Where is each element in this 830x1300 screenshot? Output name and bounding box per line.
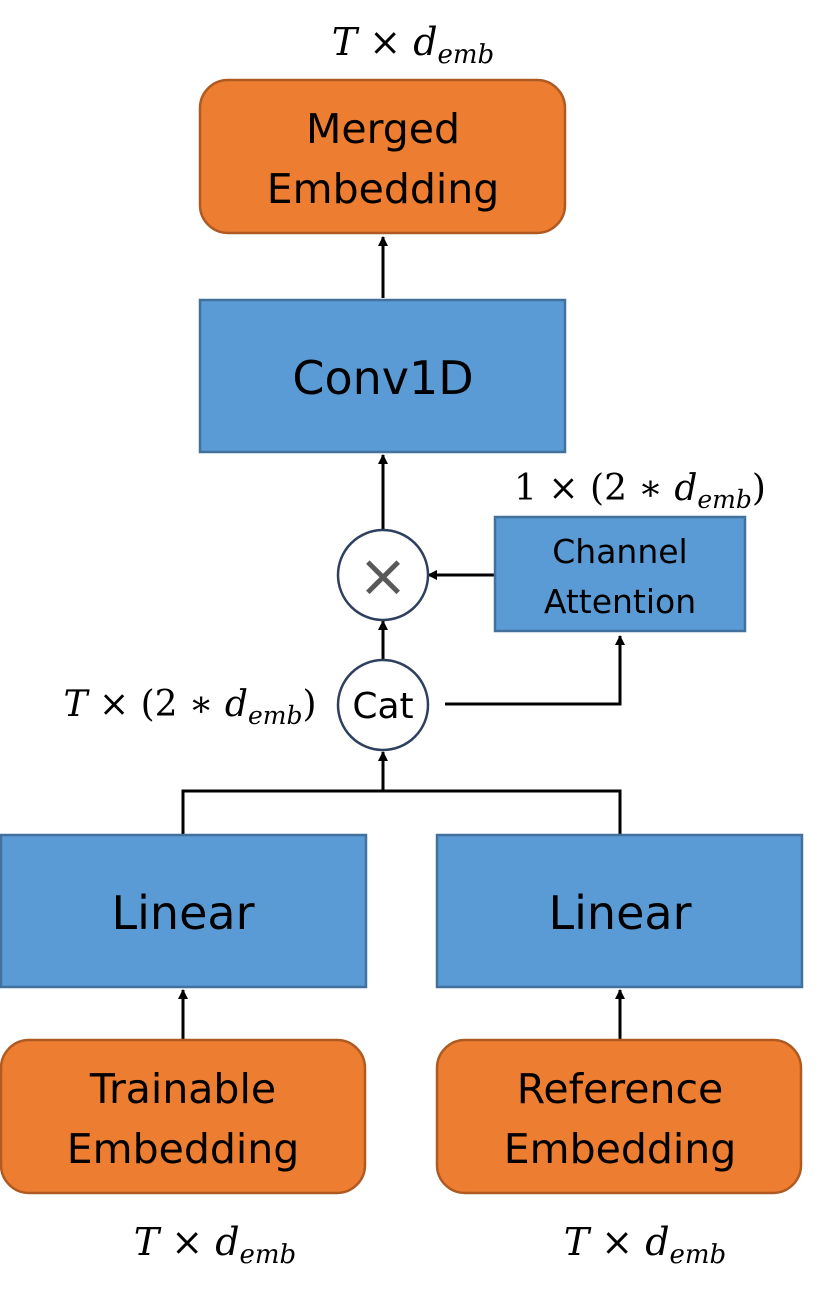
shape-label-trainable-input: T × demb bbox=[134, 1220, 296, 1270]
linear-right-node: Linear bbox=[435, 833, 804, 989]
multiply-node: × bbox=[336, 528, 430, 622]
cat-node: Cat bbox=[336, 658, 430, 752]
trainable-embedding-label-line1: Trainable bbox=[89, 1065, 276, 1113]
channel-attention-label-line1: Channel bbox=[552, 532, 687, 571]
linear-left-label: Linear bbox=[112, 886, 255, 940]
conv1d-label: Conv1D bbox=[292, 351, 473, 405]
linear-left-node: Linear bbox=[0, 833, 368, 989]
cat-label: Cat bbox=[352, 686, 413, 727]
trainable-embedding-node: Trainable Embedding bbox=[0, 1038, 367, 1195]
merged-embedding-node: Merged Embedding bbox=[198, 78, 567, 235]
channel-attention-label-line2: Attention bbox=[544, 582, 696, 621]
reference-embedding-node: Reference Embedding bbox=[435, 1038, 803, 1195]
merged-embedding-label-line1: Merged bbox=[306, 105, 460, 153]
conv1d-node: Conv1D bbox=[198, 298, 567, 454]
shape-label-merged-output: T × demb bbox=[332, 20, 494, 70]
linear-right-label: Linear bbox=[549, 886, 692, 940]
connector-linears-merge bbox=[181, 789, 622, 835]
shape-label-concat-output: T × (2 ∗ demb) bbox=[63, 684, 316, 730]
multiply-icon: × bbox=[358, 541, 408, 611]
reference-embedding-label-line2: Embedding bbox=[504, 1125, 737, 1173]
merged-embedding-label-line2: Embedding bbox=[267, 165, 500, 213]
reference-embedding-label-line1: Reference bbox=[517, 1065, 723, 1113]
shape-label-reference-input: T × demb bbox=[564, 1220, 726, 1270]
trainable-embedding-label-line2: Embedding bbox=[67, 1125, 300, 1173]
arrow-cat-to-channel-attention bbox=[445, 635, 625, 706]
channel-attention-node: Channel Attention bbox=[493, 515, 747, 633]
shape-label-attention-output: 1 × (2 ∗ demb) bbox=[514, 468, 766, 514]
